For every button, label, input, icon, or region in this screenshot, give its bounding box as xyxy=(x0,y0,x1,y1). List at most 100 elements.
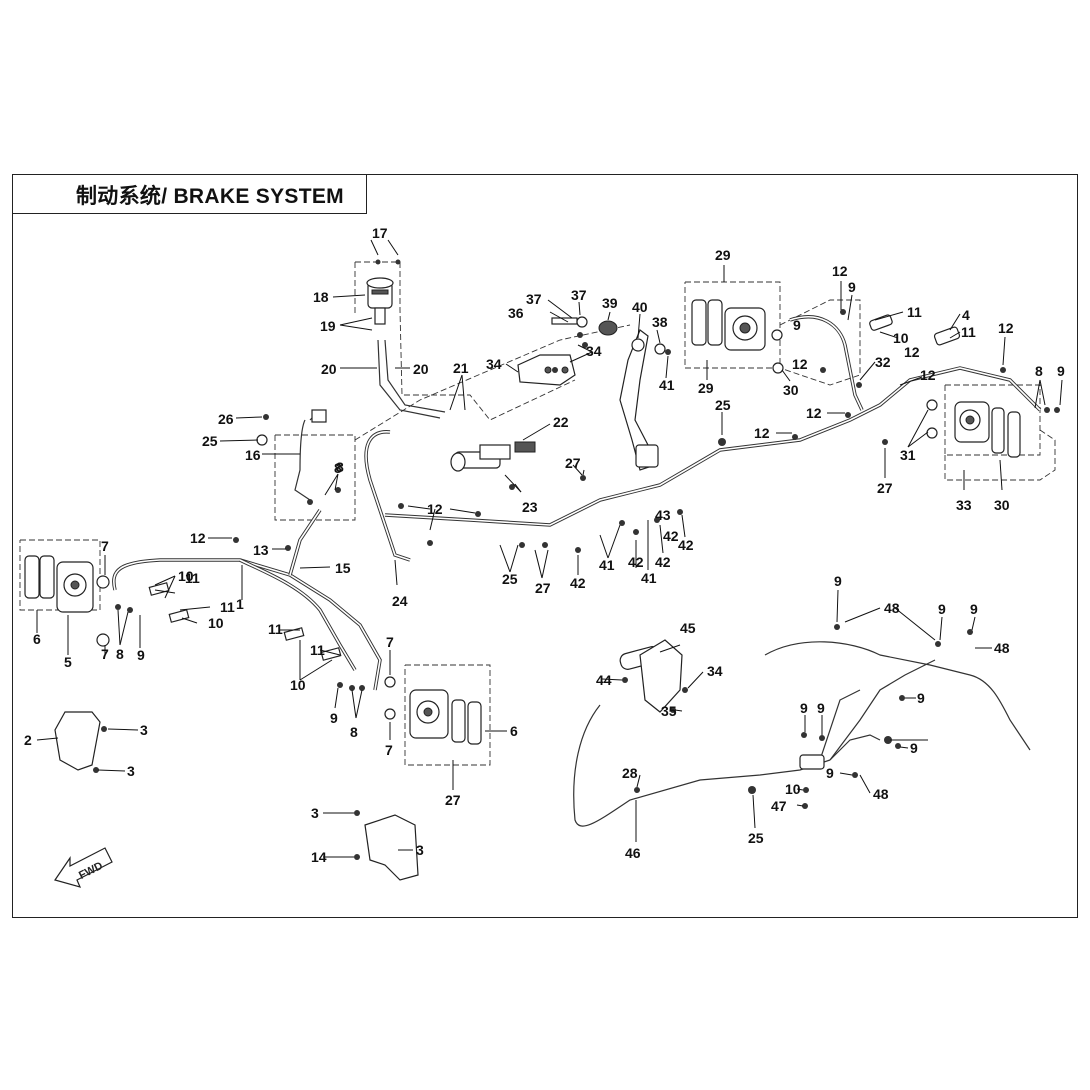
callout: 7 xyxy=(386,634,394,650)
callout: 7 xyxy=(101,538,109,554)
callout: 12 xyxy=(904,344,920,360)
clip-2 xyxy=(168,609,190,623)
callout: 7 xyxy=(101,646,109,662)
callout: 44 xyxy=(596,672,612,688)
callout: 42 xyxy=(663,528,679,544)
callout: 3 xyxy=(127,763,135,779)
callout: 10 xyxy=(208,615,224,631)
washer xyxy=(576,316,588,328)
callout: 42 xyxy=(570,575,586,591)
callout: 39 xyxy=(602,295,618,311)
callout: 12 xyxy=(190,530,206,546)
callout: 43 xyxy=(655,507,671,523)
callout: 27 xyxy=(535,580,551,596)
parking-brake-lever xyxy=(619,639,683,713)
callout: 10 xyxy=(290,677,306,693)
callout: 48 xyxy=(994,640,1010,656)
callout: 9 xyxy=(793,317,801,333)
fasteners xyxy=(93,259,1060,860)
hose-sleeve-2 xyxy=(933,326,961,346)
leader-lines xyxy=(36,239,1063,858)
page-title: 制动系统/ BRAKE SYSTEM xyxy=(76,185,344,208)
callout: 34 xyxy=(486,356,502,372)
callout: 14 xyxy=(311,849,327,865)
callout: 10 xyxy=(893,330,909,346)
callout: 34 xyxy=(586,343,602,359)
callout: 30 xyxy=(994,497,1010,513)
callout: 12 xyxy=(427,501,443,517)
callout: 25 xyxy=(748,830,764,846)
callout: 37 xyxy=(526,291,542,307)
callout: 29 xyxy=(698,380,714,396)
callout: 2 xyxy=(24,732,32,748)
hose-sleeve xyxy=(869,314,893,331)
callout: 15 xyxy=(335,560,351,576)
callout: 45 xyxy=(680,620,696,636)
callout: 25 xyxy=(502,571,518,587)
brake-guard-left xyxy=(54,711,101,771)
callout: 10 xyxy=(178,568,194,584)
cable-equalizer xyxy=(799,754,825,770)
brake-guard-right xyxy=(364,814,419,881)
callout: 16 xyxy=(245,447,261,463)
switch-connector xyxy=(311,409,327,423)
bushing xyxy=(654,343,666,355)
callout: 9 xyxy=(834,573,842,589)
callout: 11 xyxy=(310,642,325,658)
clip-4 xyxy=(320,647,342,661)
callout: 25 xyxy=(715,397,731,413)
callout: 20 xyxy=(413,361,429,377)
callout: 12 xyxy=(998,320,1014,336)
callout: 9 xyxy=(848,279,856,295)
brake-pedal xyxy=(619,329,659,471)
callout: 6 xyxy=(510,723,518,739)
callout: 8 xyxy=(350,724,358,740)
callout: 31 xyxy=(900,447,916,463)
callout: 3 xyxy=(311,805,319,821)
callout: 5 xyxy=(64,654,72,670)
callout: 21 xyxy=(453,360,469,376)
rear-caliper-left xyxy=(691,299,784,374)
front-caliper-right xyxy=(384,676,482,745)
callout: 48 xyxy=(873,786,889,802)
callout: 12 xyxy=(806,405,822,421)
callout: 41 xyxy=(659,377,675,393)
callout: 9 xyxy=(137,647,145,663)
callout: 10 xyxy=(785,781,801,797)
callout: 9 xyxy=(917,690,925,706)
rear-caliper-right xyxy=(926,399,1021,458)
callout: 27 xyxy=(877,480,893,496)
callouts: 17 18 19 20 20 21 22 23 24 25 25 25 25 2… xyxy=(24,225,1065,865)
callout: 9 xyxy=(330,710,338,726)
callout: 42 xyxy=(678,537,694,553)
return-spring xyxy=(598,320,618,336)
callout: 13 xyxy=(253,542,269,558)
diagram-frame xyxy=(12,174,1078,918)
callout: 38 xyxy=(652,314,668,330)
callout: 11 xyxy=(907,304,922,320)
callout: 18 xyxy=(313,289,329,305)
callout: 27 xyxy=(445,792,461,808)
callout: 47 xyxy=(771,798,787,814)
callout: 11 xyxy=(268,621,283,637)
callout: 25 xyxy=(202,433,218,449)
callout: 4 xyxy=(962,307,970,323)
callout: 19 xyxy=(320,318,336,334)
callout: 9 xyxy=(826,765,834,781)
front-caliper-left xyxy=(24,555,110,647)
callout: 42 xyxy=(628,554,644,570)
callout: 7 xyxy=(385,742,393,758)
callout: 6 xyxy=(33,631,41,647)
master-cylinder xyxy=(450,441,536,472)
callout: 8 xyxy=(336,459,344,475)
callout: 1 xyxy=(236,596,244,612)
brake-lines xyxy=(112,315,1042,827)
callout: 9 xyxy=(970,601,978,617)
callout: 22 xyxy=(553,414,569,430)
callout: 20 xyxy=(321,361,337,377)
brake-components xyxy=(24,277,1021,881)
callout: 23 xyxy=(522,499,538,515)
pedal-bracket xyxy=(517,354,576,386)
callout: 12 xyxy=(792,356,808,372)
